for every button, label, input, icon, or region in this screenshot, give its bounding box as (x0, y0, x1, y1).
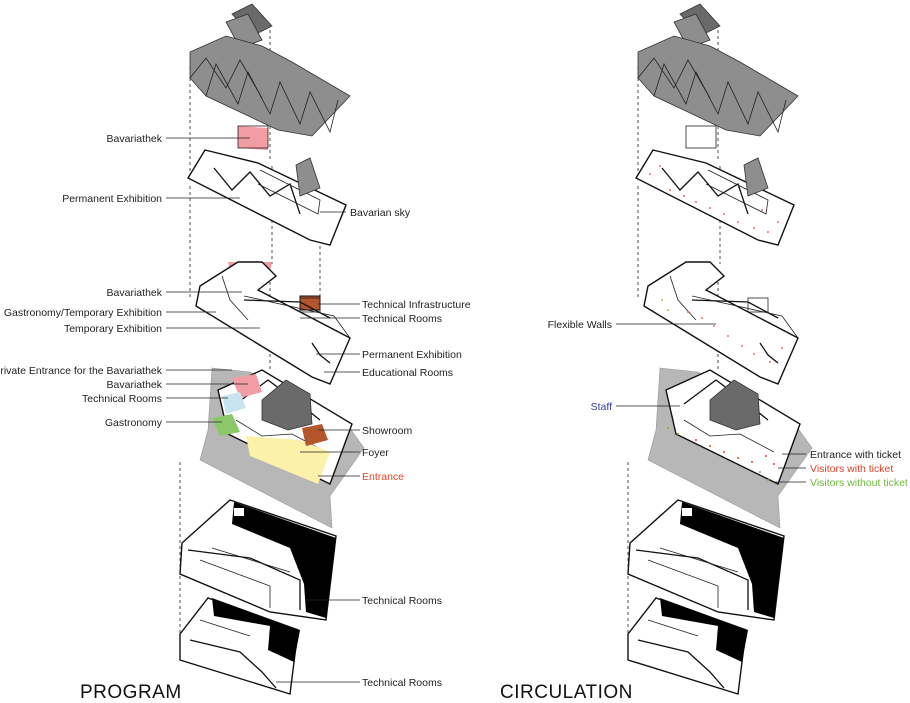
label-permanent-exhibition: Permanent Exhibition (362, 349, 462, 361)
circulation-labels: Flexible Walls Staff Entrance with ticke… (548, 319, 908, 489)
program-leaders (166, 137, 360, 683)
label-showroom: Showroom (362, 425, 412, 437)
ground-floor-circulation (647, 367, 813, 529)
basement-2 (179, 597, 301, 695)
circulation-leaders (616, 323, 806, 483)
label-bavariathek: Bavariathek (107, 287, 163, 299)
bavariathek-fill (238, 126, 268, 150)
label-technical-rooms: Technical Rooms (362, 595, 442, 607)
label-permanent-exhibition: Permanent Exhibition (62, 193, 162, 205)
bavariathek-fill (232, 374, 262, 398)
label-flexible-walls: Flexible Walls (548, 319, 612, 331)
label-staff: Staff (591, 401, 612, 413)
basement-1 (179, 499, 337, 621)
label-technical-rooms: Technical Rooms (362, 677, 442, 689)
circulation-title: CIRCULATION (500, 682, 633, 703)
basement-1 (627, 499, 785, 621)
program-axonometric: Bavariathek Permanent Exhibition Bavaria… (0, 3, 471, 703)
ground-floor-program (199, 367, 365, 529)
roof-sawtooth (189, 3, 351, 137)
upper-floor-program (187, 125, 347, 246)
circulation-axonometric: Flexible Walls Staff Entrance with ticke… (500, 3, 908, 703)
program-title: PROGRAM (80, 682, 182, 703)
label-entrance: Entrance (362, 471, 404, 483)
program-labels: Bavariathek Permanent Exhibition Bavaria… (0, 133, 471, 689)
label-gastronomy-temporary: Gastronomy/Temporary Exhibition (4, 307, 162, 319)
label-visitors-without-ticket: Visitors without ticket (810, 477, 908, 489)
label-bavariathek: Bavariathek (107, 379, 163, 391)
label-entrance-with-ticket: Entrance with ticket (810, 449, 901, 461)
upper-floor-circulation (635, 125, 795, 246)
label-private-entrance: Private Entrance for the Bavariathek (0, 365, 163, 377)
foyer-fill (246, 436, 330, 484)
label-technical-rooms: Technical Rooms (82, 393, 162, 405)
label-foyer: Foyer (362, 447, 389, 459)
label-technical-rooms: Technical Rooms (362, 313, 442, 325)
label-technical-infrastructure: Technical Infrastructure (362, 299, 471, 311)
gastronomy-fill (212, 414, 240, 436)
label-bavarian-sky: Bavarian sky (350, 207, 411, 219)
label-educational-rooms: Educational Rooms (362, 367, 453, 379)
label-gastronomy: Gastronomy (105, 417, 163, 429)
showroom-fill (302, 424, 328, 446)
middle-floor-program (195, 261, 351, 385)
label-visitors-with-ticket: Visitors with ticket (810, 463, 893, 475)
middle-floor-circulation (643, 261, 799, 385)
roof-sawtooth (637, 3, 799, 137)
label-temporary-exhibition: Temporary Exhibition (64, 323, 162, 335)
technical-fill (222, 392, 246, 414)
label-bavariathek: Bavariathek (107, 133, 163, 145)
